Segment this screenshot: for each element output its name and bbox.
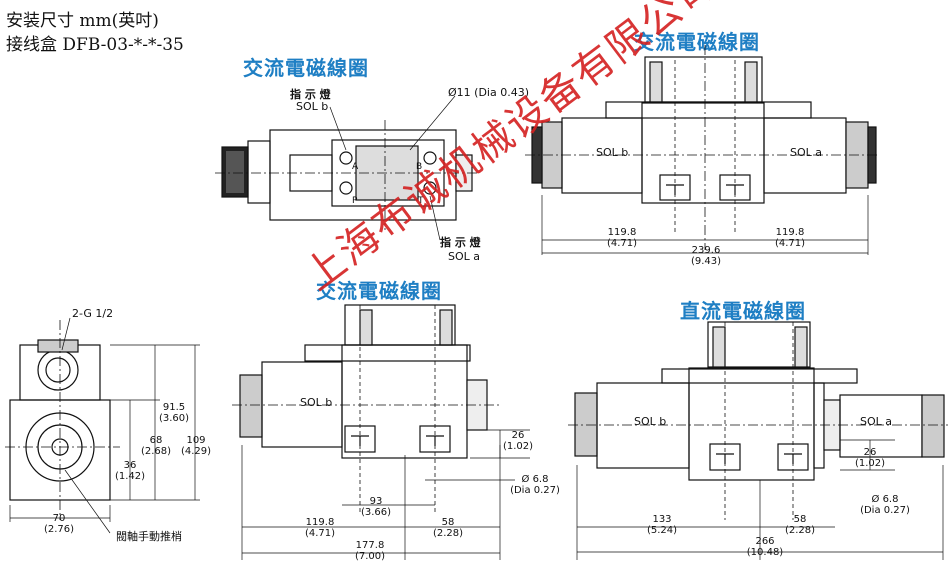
dim-side-109: 109(4.29)	[180, 435, 212, 457]
dim-side-70: 70(2.76)	[43, 513, 75, 535]
dim-top-right-left: 119.8(4.71)	[606, 227, 638, 249]
dim-bm-dia-6-8: Ø 6.8(Dia 0.27)	[510, 474, 560, 496]
dim-side-68: 68(2.68)	[140, 435, 172, 457]
port-t-label: T	[418, 196, 424, 206]
indicator-lamp-label-top: 指 示 燈	[290, 88, 331, 101]
dim-top-right-right: 119.8(4.71)	[774, 227, 806, 249]
dim-bm-177-8: 177.8(7.00)	[354, 540, 386, 562]
port-a-label: A	[352, 162, 359, 172]
top-right-valve	[525, 45, 880, 255]
plan-view	[215, 95, 480, 241]
dim-side-91-5: 91.5(3.60)	[158, 402, 190, 424]
dia-11-label: Ø11 (Dia 0.43)	[448, 86, 529, 99]
title-bottom-middle: 交流電磁線圈	[316, 279, 442, 303]
dim-side-36: 36(1.42)	[114, 460, 146, 482]
sol-a-label-bottom: SOL a	[448, 250, 481, 263]
sol-a-label-ac: SOL a	[790, 146, 823, 159]
port-b-label: B	[416, 162, 423, 172]
sol-b-label-dc: SOL b	[634, 415, 667, 428]
port-p-label: P	[352, 196, 358, 206]
side-view	[5, 317, 200, 534]
header-model: 接线盒 DFB-03-*-*-35	[6, 35, 184, 55]
bottom-middle-valve	[232, 304, 530, 560]
sol-b-label-top: SOL b	[296, 100, 329, 113]
dim-bm-26: 26(1.02)	[502, 430, 534, 452]
bottom-right-valve	[568, 321, 948, 560]
dim-br-58: 58(2.28)	[784, 514, 816, 536]
title-top-right: 交流電磁線圈	[634, 30, 760, 54]
title-bottom-right: 直流電磁線圈	[680, 299, 806, 323]
dim-br-133: 133(5.24)	[646, 514, 678, 536]
dim-bm-58: 58(2.28)	[432, 517, 464, 539]
g-thread-label: 2-G 1/2	[72, 307, 114, 320]
indicator-lamp-label-bottom: 指 示 燈	[440, 236, 481, 249]
sol-b-label-ac-bottom: SOL b	[300, 396, 333, 409]
title-top-left: 交流電磁線圈	[243, 56, 369, 80]
dim-bm-119-8: 119.8(4.71)	[304, 517, 336, 539]
header-units: 安装尺寸 mm(英吋)	[6, 11, 159, 31]
dim-bm-93: 93(3.66)	[360, 496, 392, 518]
dim-br-266: 266(10.48)	[746, 536, 784, 558]
sol-a-label-dc: SOL a	[860, 415, 893, 428]
dim-br-26: 26(1.02)	[854, 447, 886, 469]
manual-override-label: 閥軸手動推梢	[116, 530, 182, 543]
sol-b-label-ac: SOL b	[596, 146, 629, 159]
dim-br-dia-6-8: Ø 6.8(Dia 0.27)	[860, 494, 910, 516]
dim-top-right-total: 239.6(9.43)	[690, 245, 722, 267]
